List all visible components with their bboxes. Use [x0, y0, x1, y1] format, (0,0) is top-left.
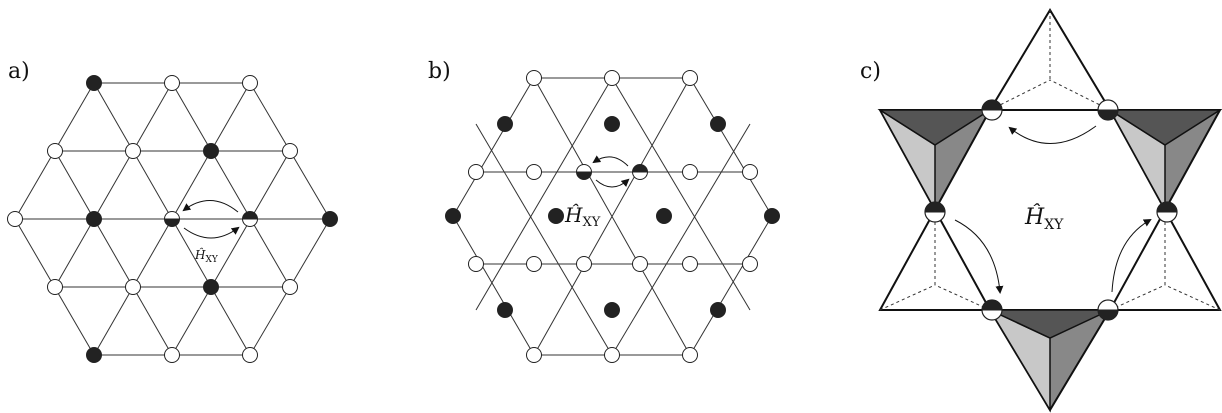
site-occupied [86, 75, 102, 91]
site-empty [682, 256, 698, 272]
tetrahedron-left-bottom [878, 207, 992, 311]
site-occupied [604, 116, 620, 132]
panel-b-sites [445, 70, 780, 363]
site-empty [282, 279, 298, 295]
panel-c-hamiltonian: ĤXY [1024, 203, 1064, 233]
panel-b-label: b) [428, 59, 451, 84]
site-occupied [604, 302, 620, 318]
site-empty [242, 75, 258, 91]
site-empty [604, 70, 620, 86]
site-occupied [710, 302, 726, 318]
site-occupied [322, 211, 338, 227]
site-empty [7, 211, 23, 227]
site-empty [742, 164, 758, 180]
site-empty [576, 256, 592, 272]
site-occupied [86, 347, 102, 363]
site-empty [682, 70, 698, 86]
site-occupied [656, 208, 672, 224]
panel-c-label: c) [860, 59, 881, 84]
panel-a-hopping-arrows [182, 200, 240, 239]
site-empty [526, 347, 542, 363]
tetrahedron-left-top [877, 109, 993, 213]
panel-c-pyrochlore: ĤXY [877, 8, 1222, 413]
site-empty [604, 347, 620, 363]
panel-c-site-right [1156, 201, 1178, 223]
panel-c-site-top-right [1097, 99, 1119, 121]
site-empty [526, 70, 542, 86]
site-empty [468, 164, 484, 180]
site-empty [526, 256, 542, 272]
site-occupied [86, 211, 102, 227]
site-empty [47, 279, 63, 295]
panel-a-hamiltonian: ĤXY [194, 247, 219, 265]
panel-b-kagome-lattice: ĤXY [445, 70, 780, 363]
panel-a-label: a) [8, 59, 30, 84]
panel-b-hamiltonian: ĤXY [564, 203, 601, 230]
panel-a-half-site-right [242, 211, 258, 227]
site-empty [282, 143, 298, 159]
site-occupied [548, 208, 564, 224]
panel-c-site-bottom-left [981, 299, 1003, 321]
panel-b-hopping-arrows [592, 155, 630, 188]
tetrahedron-right-bottom [1108, 207, 1222, 311]
site-occupied [445, 208, 461, 224]
panel-c-site-top-left [981, 99, 1003, 121]
site-empty [526, 164, 542, 180]
panel-c-site-bottom-right [1097, 299, 1119, 321]
site-occupied [203, 279, 219, 295]
panel-a-sites [7, 75, 338, 363]
panel-c-site-left [924, 201, 946, 223]
site-empty [125, 279, 141, 295]
site-empty [682, 347, 698, 363]
site-empty [125, 143, 141, 159]
panel-b-half-site-right [632, 164, 648, 180]
panel-a-half-site-left [164, 211, 180, 227]
site-empty [164, 347, 180, 363]
panel-c-hopping-arrows [954, 125, 1152, 294]
site-empty [742, 256, 758, 272]
site-empty [164, 75, 180, 91]
site-occupied [497, 116, 513, 132]
tetrahedron-bottom [988, 308, 1112, 413]
site-occupied [710, 116, 726, 132]
site-empty [47, 143, 63, 159]
panel-b-half-site-left [576, 164, 592, 180]
site-empty [682, 164, 698, 180]
site-empty [468, 256, 484, 272]
site-occupied [764, 208, 780, 224]
tetrahedron-top [988, 8, 1112, 111]
tetrahedron-right-top [1107, 109, 1222, 213]
site-occupied [203, 143, 219, 159]
site-empty [632, 256, 648, 272]
site-empty [242, 347, 258, 363]
site-occupied [497, 302, 513, 318]
panel-b-bonds [452, 77, 773, 356]
panel-a-triangular-lattice: ĤXY [7, 75, 338, 363]
